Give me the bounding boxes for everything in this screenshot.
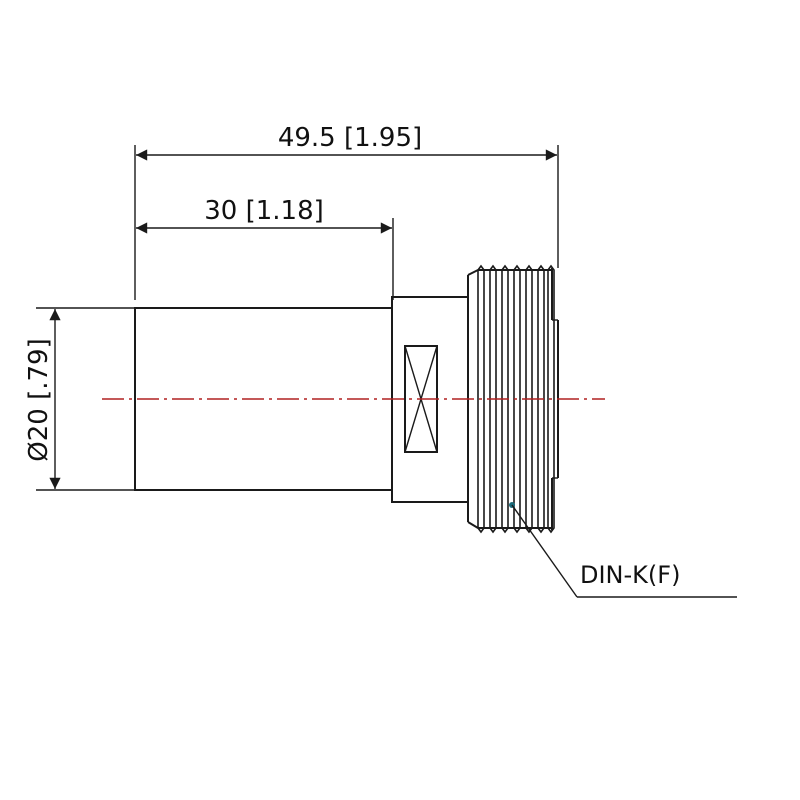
diameter-label: Ø20 [.79] [24, 338, 54, 461]
thread-ridge [537, 264, 545, 534]
threaded-interface [467, 264, 559, 534]
thread-ridge [547, 264, 555, 534]
thread-ridge [477, 264, 485, 534]
thread-ridge [501, 264, 509, 534]
thread-ridge [489, 264, 497, 534]
thread-ridge [525, 264, 533, 534]
body-length-label: 30 [1.18] [204, 196, 324, 226]
extension-lines [36, 145, 559, 491]
overall-length-label: 49.5 [1.95] [278, 123, 422, 153]
diameter-dimension: Ø20 [.79] [24, 309, 61, 489]
callout: DIN-K(F) [509, 502, 737, 598]
overall-length-dimension: 49.5 [1.95] [136, 123, 558, 161]
body-length-dimension: 30 [1.18] [136, 196, 392, 234]
callout-label: DIN-K(F) [580, 561, 680, 589]
thread-ridge [513, 264, 521, 534]
